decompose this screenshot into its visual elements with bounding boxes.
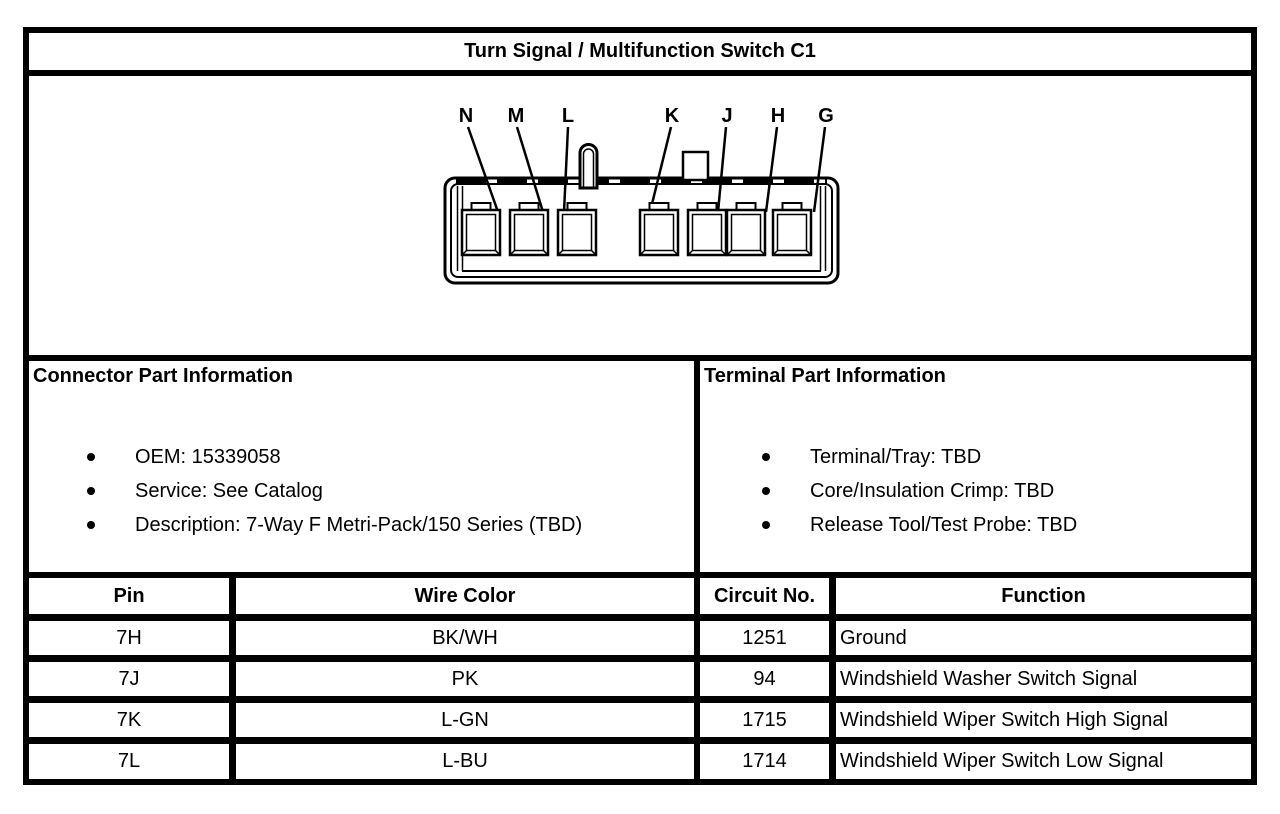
- table-row: 7L L-BU 1714 Windshield Wiper Switch Low…: [29, 744, 1251, 779]
- pin-label-m: M: [508, 105, 525, 127]
- pinout-table-header: Pin Wire Color Circuit No. Function: [29, 578, 1251, 621]
- column-header-circuit-no: Circuit No.: [700, 578, 836, 614]
- cell-circuit-no: 1714: [700, 744, 836, 779]
- pin-label-l: L: [562, 105, 574, 127]
- page-title: Turn Signal / Multifunction Switch C1: [464, 40, 816, 62]
- connector-part-information-heading: Connector Part Information: [33, 365, 294, 387]
- connector-face-view: N M L K J H G: [443, 105, 840, 285]
- pin-label-g: G: [818, 105, 834, 127]
- cell-pin: 7J: [29, 662, 236, 696]
- cell-circuit-no: 1251: [700, 621, 836, 655]
- cell-circuit-no: 94: [700, 662, 836, 696]
- list-item: Terminal/Tray: TBD: [700, 440, 1251, 474]
- pin-leader-lines: [466, 126, 827, 213]
- column-header-wire-color: Wire Color: [236, 578, 700, 614]
- list-item: Service: See Catalog: [29, 474, 694, 508]
- cell-function: Ground: [840, 626, 907, 649]
- table-row: 7K L-GN 1715 Windshield Wiper Switch Hig…: [29, 703, 1251, 744]
- connector-diagram-section: N M L K J H G: [29, 76, 1251, 361]
- cell-function: Windshield Wiper Switch Low Signal: [840, 750, 1164, 772]
- cell-wire-color: L-BU: [236, 744, 700, 779]
- terminal-part-information-heading: Terminal Part Information: [704, 365, 946, 387]
- list-item: Core/Insulation Crimp: TBD: [700, 474, 1251, 508]
- column-header-function: Function: [1001, 584, 1086, 607]
- cell-wire-color: L-GN: [236, 703, 700, 737]
- table-row: 7H BK/WH 1251 Ground: [29, 621, 1251, 662]
- pin-label-h: H: [771, 105, 785, 127]
- connector-index-tab: [681, 150, 710, 182]
- connector-part-information-panel: Connector Part Information OEM: 15339058…: [29, 361, 700, 572]
- cell-pin: 7L: [29, 744, 236, 779]
- terminal-part-information-list: Terminal/Tray: TBD Core/Insulation Crimp…: [700, 440, 1251, 542]
- cell-function: Windshield Wiper Switch High Signal: [840, 708, 1168, 731]
- cell-pin: 7H: [29, 621, 236, 655]
- pin-cavities: [460, 202, 813, 257]
- list-item: Description: 7-Way F Metri-Pack/150 Seri…: [29, 508, 694, 542]
- terminal-part-information-panel: Terminal Part Information Terminal/Tray:…: [700, 361, 1251, 572]
- cell-pin: 7K: [29, 703, 236, 737]
- cell-wire-color: BK/WH: [236, 621, 700, 655]
- cell-function: Windshield Washer Switch Signal: [840, 667, 1138, 690]
- title-bar: Turn Signal / Multifunction Switch C1: [29, 33, 1251, 76]
- document-frame: Turn Signal / Multifunction Switch C1: [23, 27, 1257, 785]
- pin-label-k: K: [665, 105, 680, 127]
- table-row: 7J PK 94 Windshield Washer Switch Signal: [29, 662, 1251, 703]
- pin-label-n: N: [459, 105, 473, 127]
- pin-label-j: J: [721, 105, 732, 127]
- list-item: OEM: 15339058: [29, 440, 694, 474]
- list-item: Release Tool/Test Probe: TBD: [700, 508, 1251, 542]
- connector-part-information-list: OEM: 15339058 Service: See Catalog Descr…: [29, 440, 694, 542]
- connector-latch: [578, 143, 599, 190]
- cell-circuit-no: 1715: [700, 703, 836, 737]
- part-information-row: Connector Part Information OEM: 15339058…: [29, 361, 1251, 578]
- column-header-pin: Pin: [29, 578, 236, 614]
- cell-wire-color: PK: [236, 662, 700, 696]
